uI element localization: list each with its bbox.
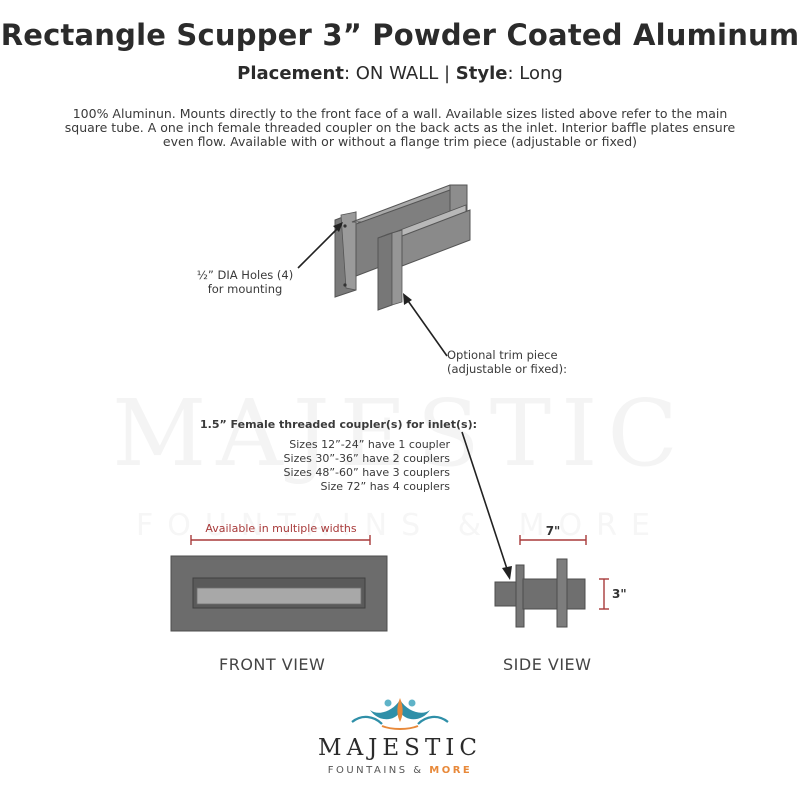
side-view-drawing — [494, 535, 609, 628]
trim-callout: Optional trim piece (adjustable or fixed… — [447, 348, 567, 376]
depth-dimension-label: 7" — [545, 524, 561, 538]
side-tube — [522, 578, 586, 610]
fountain-logo-icon — [351, 698, 449, 730]
watermark-subtext: FOUNTAINS & MORE — [136, 508, 664, 543]
side-trim-flange — [556, 558, 568, 628]
width-note: Available in multiple widths — [205, 522, 357, 535]
description-line: 100% Aluminun. Mounts directly to the fr… — [72, 106, 728, 121]
coupler-size-list: Sizes 12”-24” have 1 coupler Sizes 30”-3… — [240, 438, 450, 494]
style-value: : Long — [507, 63, 563, 84]
logo-name: MAJESTIC — [318, 735, 482, 761]
front-opening-inner — [196, 587, 362, 605]
placement-label: Placement — [237, 63, 344, 84]
placement-value: : ON WALL | — [343, 63, 456, 84]
description-line: square tube. A one inch female threaded … — [64, 120, 736, 135]
coupler-size-item: Size 72” has 4 couplers — [320, 480, 450, 493]
height-dimension-label: 3" — [612, 587, 627, 601]
coupler-size-item: Sizes 12”-24” have 1 coupler — [289, 438, 450, 451]
product-description: 100% Aluminun. Mounts directly to the fr… — [50, 107, 750, 149]
page-title: Rectangle Scupper 3” Powder Coated Alumi… — [0, 18, 800, 52]
trim-flange-front — [377, 232, 393, 311]
page-subtitle: Placement: ON WALL | Style: Long — [0, 63, 800, 84]
style-label: Style — [455, 63, 508, 84]
front-view-label: FRONT VIEW — [219, 655, 326, 674]
logo-tagline: FOUNTAINS & MORE — [0, 765, 800, 776]
description-line: even flow. Available with or without a f… — [162, 134, 638, 149]
logo-tagline-prefix: FOUNTAINS & — [327, 765, 430, 776]
holes-arrowhead — [333, 222, 343, 232]
front-view-drawing — [170, 535, 388, 632]
trim-flange-side — [391, 229, 403, 306]
coupler-leader-line — [461, 431, 509, 573]
trim-callout-line: (adjustable or fixed): — [447, 362, 567, 376]
side-view-label: SIDE VIEW — [503, 655, 592, 674]
holes-leader-line — [297, 224, 342, 269]
holes-callout-line: for mounting — [207, 282, 283, 296]
trim-leader-line — [405, 297, 448, 357]
mounting-hole — [343, 283, 347, 287]
logo-tagline-accent: MORE — [429, 765, 473, 776]
coupler-heading: 1.5” Female threaded coupler(s) for inle… — [200, 418, 478, 431]
tube-front-face — [401, 209, 471, 267]
trim-arrowhead — [403, 293, 412, 305]
mounting-plate-side — [340, 211, 357, 291]
isometric-view — [334, 184, 471, 311]
trim-callout-line: Optional trim piece — [447, 348, 558, 362]
holes-callout: ½” DIA Holes (4) for mounting — [190, 268, 300, 296]
coupler-arrowhead — [502, 566, 512, 580]
holes-callout-line: ½” DIA Holes (4) — [196, 268, 294, 282]
coupler-size-item: Sizes 30”-36” have 2 couplers — [283, 452, 450, 465]
side-coupler — [494, 581, 518, 607]
mounting-hole — [343, 224, 347, 228]
trim-flange-top — [377, 229, 403, 239]
coupler-size-item: Sizes 48”-60” have 3 couplers — [283, 466, 450, 479]
watermark-text: MAJESTIC — [112, 380, 688, 487]
